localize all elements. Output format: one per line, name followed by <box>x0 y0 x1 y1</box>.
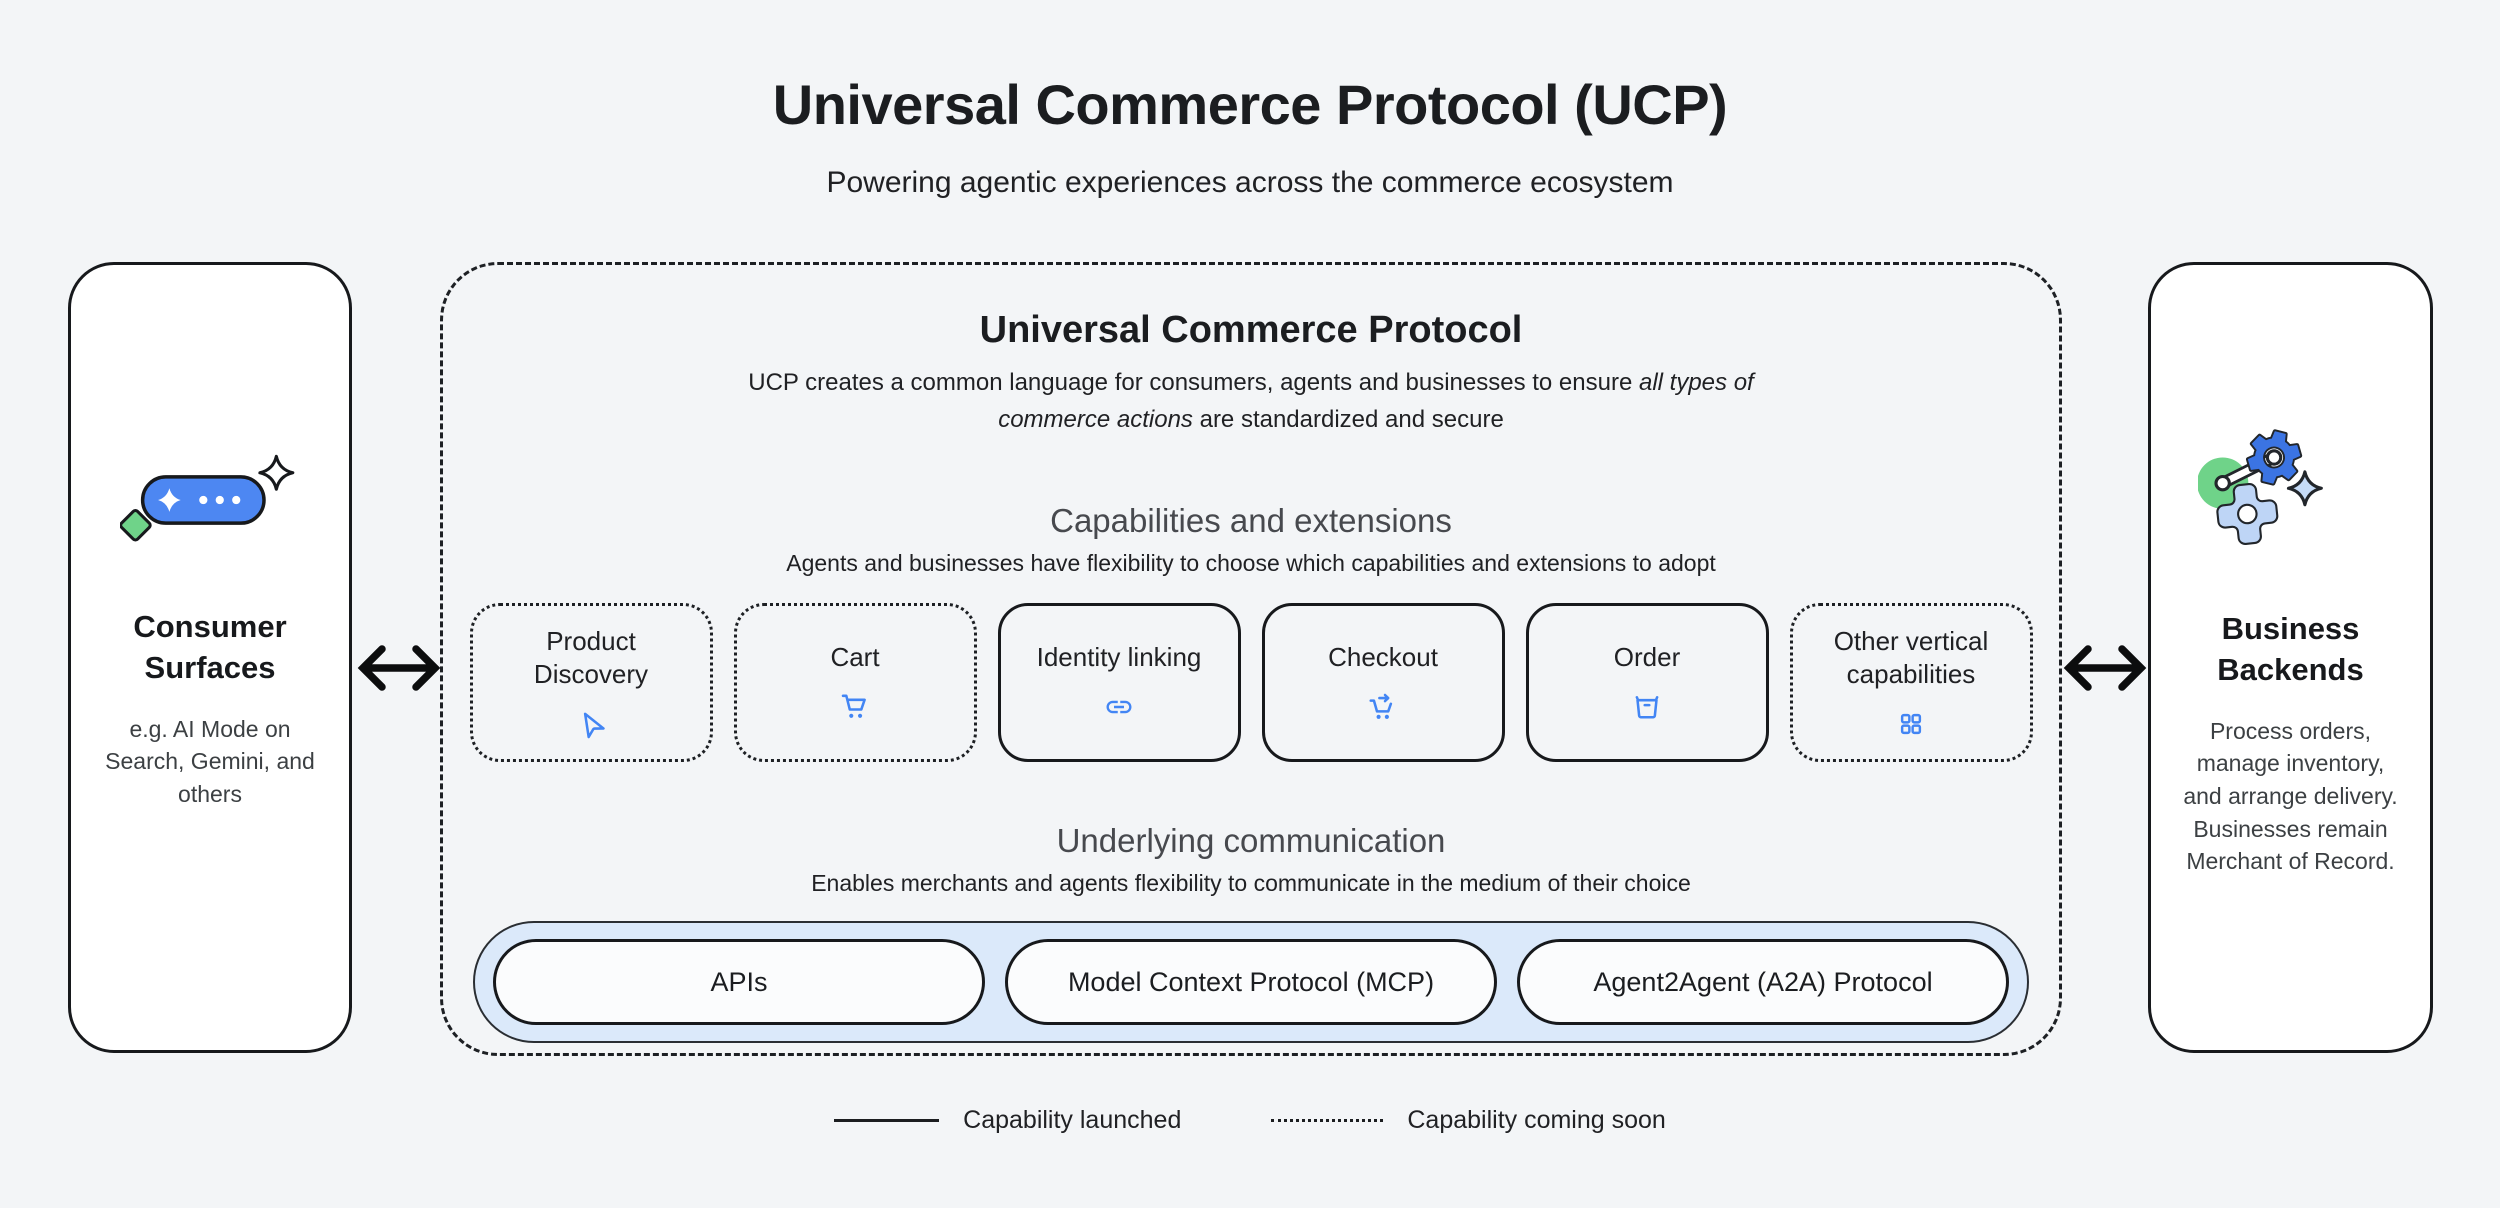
consumer-surfaces-description: e.g. AI Mode on Search, Gemini, and othe… <box>105 715 315 808</box>
consumer-surfaces-panel: Consumer Surfaces e.g. AI Mode on Search… <box>68 262 352 1053</box>
page-subtitle: Powering agentic experiences across the … <box>826 166 1674 199</box>
ucp-description: UCP creates a common language for consum… <box>748 364 1753 438</box>
legend-launched-label: Capability launched <box>963 1106 1182 1134</box>
left-bidirectional-arrow-icon <box>355 640 443 701</box>
capabilities-subheading: Agents and businesses have flexibility t… <box>786 550 1716 577</box>
order-box-icon <box>1631 690 1663 724</box>
ucp-description-prefix: UCP creates a common language for consum… <box>748 369 1639 396</box>
legend-coming-soon-label: Capability coming soon <box>1407 1106 1666 1134</box>
grid-icon <box>1897 707 1925 741</box>
communication-heading: Underlying communication <box>1056 822 1446 860</box>
cart-checkout-icon <box>1367 690 1399 724</box>
legend-item-coming-soon: Capability coming soon <box>1271 1106 1666 1135</box>
legend: Capability launched Capability coming so… <box>0 1106 2500 1135</box>
card-label: Other vertical capabilities <box>1833 625 1989 690</box>
business-backends-description: Process orders, manage inventory, and ar… <box>2183 717 2398 875</box>
communication-subheading: Enables merchants and agents flexibility… <box>811 870 1691 897</box>
card-product-discovery: Product Discovery <box>469 603 713 763</box>
legend-solid-line <box>834 1119 940 1122</box>
business-backends-title: Business Backends <box>2217 611 2364 687</box>
card-order: Order <box>1525 603 1769 763</box>
ucp-container: Universal Commerce Protocol UCP creates … <box>440 262 2062 1056</box>
card-label: Product Discovery <box>533 625 649 690</box>
link-icon <box>1104 690 1134 724</box>
card-checkout: Checkout <box>1261 603 1505 763</box>
cart-icon <box>839 690 871 724</box>
card-other-vertical-capabilities: Other vertical capabilities <box>1789 603 2033 763</box>
protocol-pill-mcp: Model Context Protocol (MCP) <box>1005 939 1497 1026</box>
page-title: Universal Commerce Protocol (UCP) <box>772 73 1728 136</box>
capabilities-heading: Capabilities and extensions <box>1050 502 1452 540</box>
legend-item-launched: Capability launched <box>834 1106 1181 1135</box>
card-identity-linking: Identity linking <box>997 603 1241 763</box>
legend-dotted-line <box>1271 1119 1384 1122</box>
right-bidirectional-arrow-icon <box>2061 640 2149 701</box>
protocols-bar: APIs Model Context Protocol (MCP) Agent2… <box>473 921 2029 1044</box>
send-icon <box>575 707 607 741</box>
card-label: Order <box>1613 642 1681 673</box>
consumer-surfaces-title: Consumer Surfaces <box>133 609 287 685</box>
ucp-description-suffix: are standardized and secure <box>1192 406 1504 434</box>
protocol-pill-apis: APIs <box>493 939 985 1026</box>
ucp-title: Universal Commerce Protocol <box>979 309 1523 351</box>
protocol-pill-a2a: Agent2Agent (A2A) Protocol <box>1517 939 2009 1026</box>
capability-card-row: Product Discovery Cart <box>469 603 2033 763</box>
card-label: Checkout <box>1328 642 1438 673</box>
ai-chat-pill-icon <box>120 423 300 573</box>
ucp-description-italic-2: commerce actions <box>998 406 1193 434</box>
gears-icon <box>2198 415 2383 575</box>
card-label: Identity linking <box>1036 642 1202 673</box>
card-cart: Cart <box>733 603 977 763</box>
ucp-description-italic-1: all types of <box>1638 369 1754 396</box>
business-backends-panel: Business Backends Process orders, manage… <box>2148 262 2433 1053</box>
card-label: Cart <box>830 642 880 673</box>
